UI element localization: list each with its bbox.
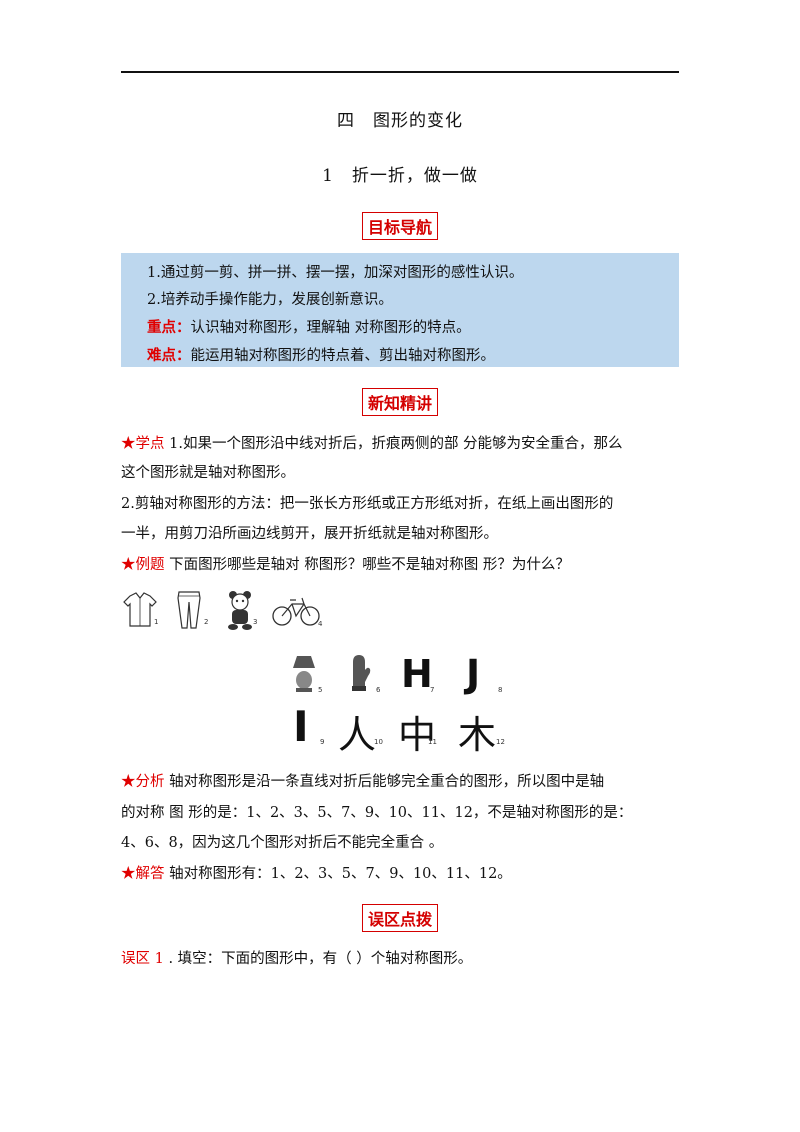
figure-number: 11: [428, 738, 437, 746]
bear-icon: [228, 591, 252, 630]
letter-glyph: I: [293, 702, 309, 751]
figure-number: 3: [253, 618, 258, 626]
figure-number: 6: [376, 686, 381, 694]
figure-number: 9: [320, 738, 325, 746]
figure-number: 5: [318, 686, 323, 694]
goal-item-1: 1.通过剪一剪、拼一拼、摆一摆，加深对图形的感性认识。: [147, 265, 524, 281]
section-title: 1 折一折，做一做: [322, 166, 478, 186]
figure-number: 8: [498, 686, 503, 694]
figure-number: 7: [430, 686, 435, 694]
mistake-tips-header: 误区点拨: [361, 904, 439, 932]
point-label: ★学点: [121, 436, 165, 452]
analysis-text: 轴对称图形是沿一条直线对折后能够完全重合的图形，所以图中是轴: [164, 774, 605, 790]
goal-box: 1.通过剪一剪、拼一拼、摆一摆，加深对图形的感性认识。 2.培养动手操作能力，发…: [121, 253, 679, 367]
point-text: 1.如果一个图形沿中线对折后，折痕两侧的部 分能够为安全重合，那么: [164, 436, 623, 452]
analysis-line-3: 4、6、8，因为这几个图形对折后不能完全重合 。: [121, 835, 444, 851]
method-line-1: 2.剪轴对称图形的方法：把一张长方形纸或正方形纸对折，在纸上画出图形的: [121, 496, 614, 512]
new-knowledge-header: 新知精讲: [361, 388, 439, 416]
character-glyph: 人: [338, 713, 377, 757]
mitten-icon: [352, 655, 371, 691]
header-rule: [121, 71, 679, 73]
figure-number: 1: [154, 618, 159, 626]
answer-line: ★解答 轴对称图形有：1、2、3、5、7、9、10、11、12。: [121, 862, 512, 883]
difficulty-point: 难点：能运用轴对称图形的特点着、剪出轴对称图形。: [147, 344, 495, 365]
shirt-icon: [123, 592, 157, 627]
key-text: 认识轴对称图形，理解轴 对称图形的特点。: [190, 320, 471, 336]
pants-icon: [177, 591, 201, 629]
analysis-line-1: ★分析 轴对称图形是沿一条直线对折后能够完全重合的图形，所以图中是轴: [121, 770, 604, 791]
answer-text: 轴对称图形有：1、2、3、5、7、9、10、11、12。: [164, 866, 512, 882]
analysis-label: ★分析: [121, 774, 165, 790]
mistake-line: 误区 1 . 填空：下面的图形中，有（ ）个轴对称图形。: [121, 947, 472, 968]
mistake-label: 误区 1: [121, 951, 164, 967]
method-line-2: 一半，用剪刀沿所画边线剪开，展开折纸就是轴对称图形。: [121, 526, 498, 542]
diff-text: 能运用轴对称图形的特点着、剪出轴对称图形。: [190, 348, 496, 364]
bicycle-icon: [272, 597, 320, 626]
letter-glyph: H: [401, 652, 433, 696]
lamp-icon: [293, 656, 315, 692]
letter-glyph: J: [466, 652, 481, 696]
key-point: 重点：认识轴对称图形，理解轴 对称图形的特点。: [147, 316, 471, 337]
mistake-text: . 填空：下面的图形中，有（ ）个轴对称图形。: [163, 951, 473, 967]
figure-number: 12: [496, 738, 505, 746]
point-line-1: ★学点 1.如果一个图形沿中线对折后，折痕两侧的部 分能够为安全重合，那么: [121, 432, 623, 453]
goal-item-2: 2.培养动手操作能力，发展创新意识。: [147, 292, 393, 308]
chapter-title: 四 图形的变化: [337, 111, 463, 131]
character-glyph: 木: [458, 713, 497, 757]
figure-number: 4: [318, 620, 323, 628]
goal-nav-header: 目标导航: [361, 212, 439, 240]
point-line-2: 这个图形就是轴对称图形。: [121, 465, 295, 481]
analysis-line-2: 的对称 图 形的是：1、2、3、5、7、9、10、11、12，不是轴对称图形的是…: [121, 805, 633, 821]
figure-number: 10: [374, 738, 383, 746]
key-label: 重点：: [147, 319, 191, 336]
example-text: 下面图形哪些是轴对 称图形？哪些不是轴对称图 形？为什么？: [164, 557, 570, 573]
example-label: ★例题: [121, 557, 165, 573]
figure-number: 2: [204, 618, 209, 626]
character-glyph: 中: [398, 713, 437, 757]
example-line: ★例题 下面图形哪些是轴对 称图形？哪些不是轴对称图 形？为什么？: [121, 553, 570, 574]
answer-label: ★解答: [121, 866, 165, 882]
diff-label: 难点：: [147, 347, 191, 364]
